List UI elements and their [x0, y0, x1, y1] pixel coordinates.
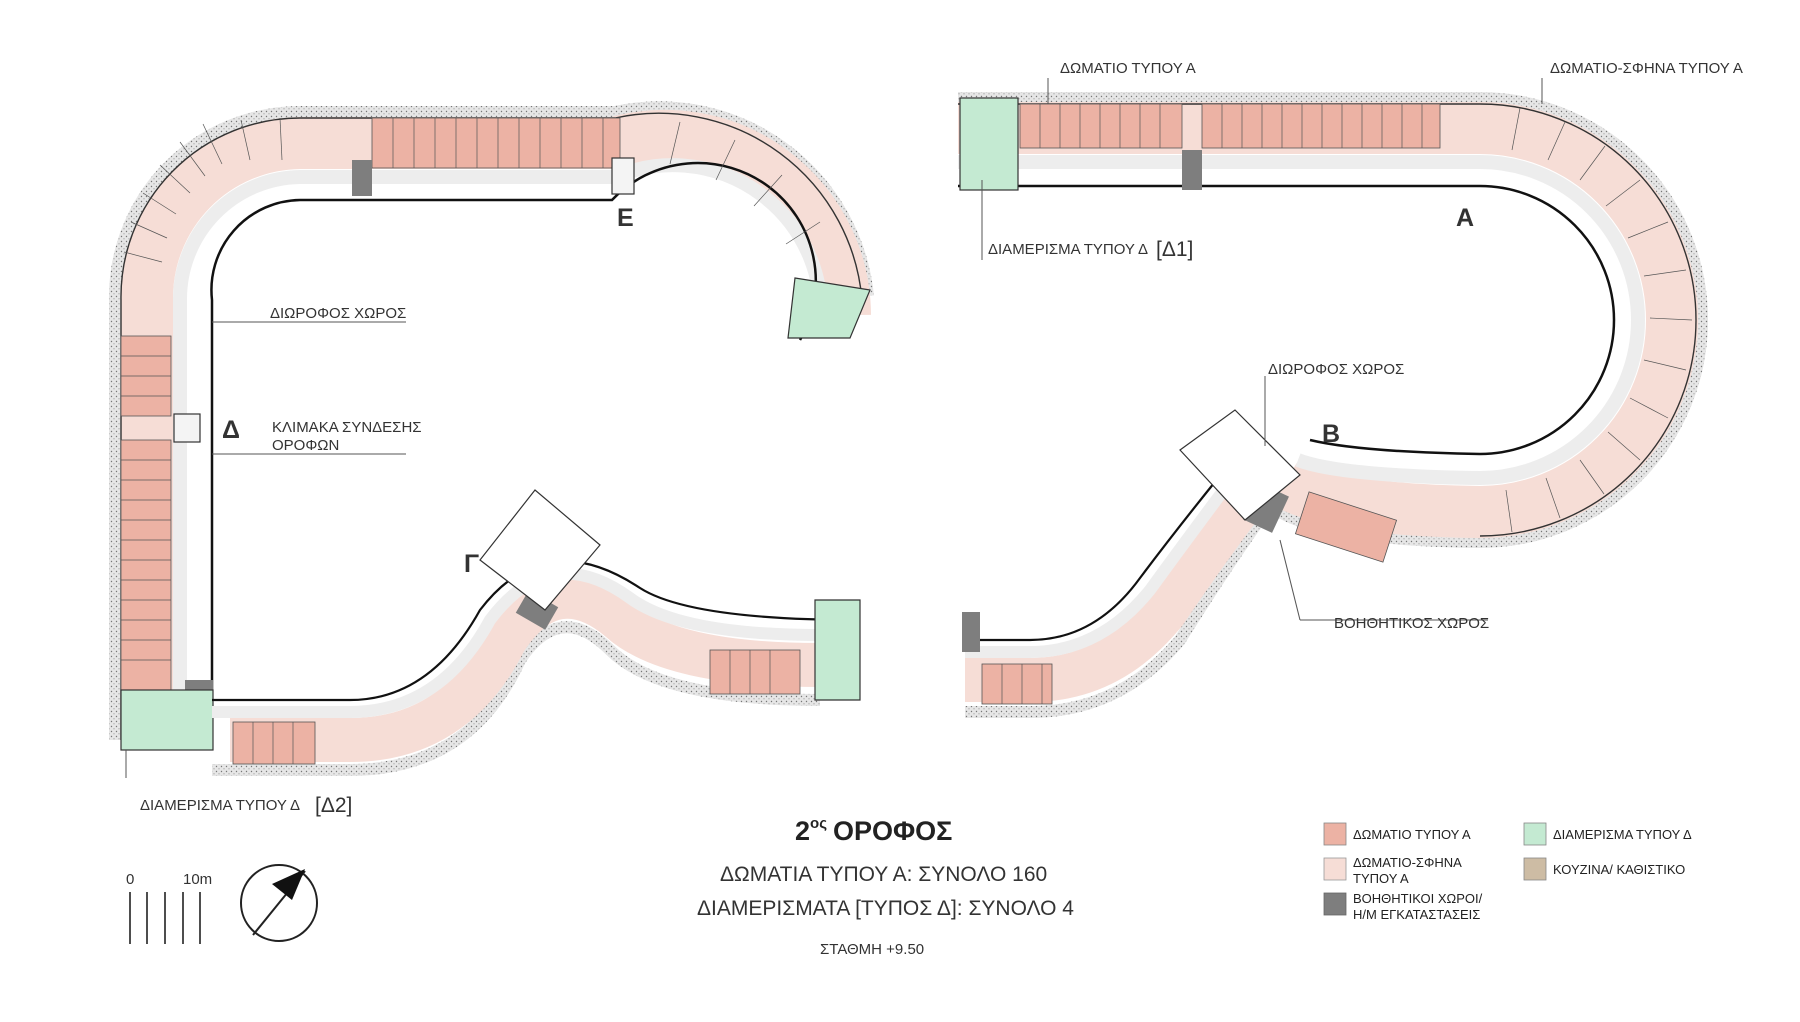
title-line1: ΔΩΜΑΤΙΑ ΤΥΠΟΥ Α: ΣΥΝΟΛΟ 160	[720, 863, 1047, 886]
scale-bar	[129, 892, 201, 944]
left-corridor	[172, 158, 828, 740]
label-apartment-d2: ΔΙΑΜΕΡΙΣΜΑ ΤΥΠΟΥ Δ	[140, 797, 300, 814]
leader-lines	[125, 78, 1543, 778]
right-south-partitions	[1001, 664, 1043, 704]
legend-swatch-aux	[1323, 892, 1347, 916]
marker-d: Δ	[222, 416, 240, 444]
left-aux-3	[515, 590, 559, 630]
right-rooms-a-top-2	[1201, 103, 1441, 149]
right-mid-rooms-a	[1294, 491, 1398, 563]
marker-g: Γ	[464, 550, 479, 578]
label-stair-line1: ΚΛΙΜΑΚΑ ΣΥΝΔΕΣΗΣ	[272, 419, 422, 436]
scale-ten: 10m	[183, 871, 212, 888]
title-superscript: ος	[810, 815, 827, 832]
legend-swatch-apartment	[1523, 822, 1547, 846]
right-aux-1	[1182, 150, 1202, 190]
label-stair-line2: ΟΡΟΦΩΝ	[272, 437, 339, 454]
left-rooms-a-west-2	[120, 439, 172, 691]
scale-zero: 0	[126, 871, 134, 888]
label-double-height-left: ΔΙΩΡΟΦΟΣ ΧΩΡΟΣ	[270, 305, 406, 322]
left-south-rooms-a-1	[232, 721, 316, 765]
title-line2: ΔΙΑΜΕΡΙΣΜΑΤΑ [ΤΥΠΟΣ Δ]: ΣΥΝΟΛΟ 4	[697, 897, 1074, 920]
right-south-corridor	[965, 451, 1255, 658]
left-stair-d	[173, 413, 201, 443]
left-apartment-d2	[120, 689, 214, 751]
legend-room-a: ΔΩΜΑΤΙΟ ΤΥΠΟΥ Α	[1353, 827, 1471, 842]
right-south-inner-wall	[965, 444, 1246, 642]
left-south-partitions	[252, 650, 771, 764]
right-outer-wall	[958, 103, 1697, 537]
label-double-height-right: ΔΙΩΡΟΦΟΣ ΧΩΡΟΣ	[1268, 361, 1404, 378]
marker-e: Ε	[617, 204, 634, 232]
right-apartment-d1	[959, 97, 1019, 191]
right-rooms-a-top-1	[1019, 103, 1183, 149]
legend-aux-line1: ΒΟΗΘΗΤΙΚΟΙ ΧΩΡΟΙ/	[1353, 891, 1483, 906]
label-auxiliary-space: ΒΟΗΘΗΤΙΚΟΣ ΧΩΡΟΣ	[1334, 615, 1489, 632]
left-south-facade	[212, 621, 821, 776]
right-south-rooms	[965, 466, 1278, 702]
left-block-g	[479, 489, 601, 611]
legend-wedge-line1: ΔΩΜΑΤΙΟ-ΣΦΗΝΑ	[1353, 855, 1462, 870]
marker-b: Β	[1322, 420, 1340, 448]
right-room-band	[958, 102, 1698, 539]
right-aux-3	[962, 612, 980, 652]
label-wedge-room-a: ΔΩΜΑΤΙΟ-ΣΦΗΝΑ ΤΥΠΟΥ Α	[1550, 60, 1743, 77]
left-apartment-top	[787, 277, 871, 339]
right-corridor	[958, 155, 1645, 486]
title-number: 2	[795, 816, 810, 846]
title-floor: 2ος ΟΡΟΦΟΣ	[795, 815, 952, 846]
left-rooms-a-top	[371, 117, 621, 169]
north-arrow-icon	[240, 864, 318, 942]
marker-a: Α	[1456, 204, 1474, 232]
legend: ΔΩΜΑΤΙΟ ΤΥΠΟΥ Α ΔΩΜΑΤΙΟ-ΣΦΗΝΑ ΤΥΠΟΥ Α ΒΟ…	[1323, 822, 1692, 922]
legend-apartment: ΔΙΑΜΕΡΙΣΜΑ ΤΥΠΟΥ Δ	[1553, 827, 1692, 842]
legend-swatch-room-a	[1323, 822, 1347, 846]
left-apartment-south	[814, 599, 861, 701]
title-level: ΣΤΑΘΜΗ +9.50	[820, 941, 924, 958]
legend-wedge-line2: ΤΥΠΟΥ Α	[1353, 871, 1409, 886]
title-word: ΟΡΟΦΟΣ	[833, 816, 952, 846]
left-aux-1	[352, 160, 372, 196]
legend-aux-line2: Η/Μ ΕΓΚΑΤΑΣΤΑΣΕΙΣ	[1353, 907, 1480, 922]
left-stair-e	[611, 157, 635, 195]
right-facade-band	[958, 92, 1708, 549]
left-room-band	[120, 109, 871, 740]
label-apartment-d2-code: [Δ2]	[315, 794, 352, 817]
label-room-type-a: ΔΩΜΑΤΙΟ ΤΥΠΟΥ Α	[1060, 60, 1196, 77]
legend-kitchen: ΚΟΥΖΙΝΑ/ ΚΑΘΙΣΤΙΚΟ	[1553, 862, 1685, 877]
label-apartment-d1-code: [Δ1]	[1156, 238, 1193, 261]
right-south-facade	[965, 501, 1275, 718]
right-block-b	[1179, 409, 1301, 521]
label-apartment-d1: ΔΙΑΜΕΡΙΣΜΑ ΤΥΠΟΥ Δ	[988, 241, 1148, 258]
left-building	[108, 101, 874, 776]
left-room-partitions	[121, 117, 821, 661]
left-inner-wall	[210, 161, 818, 700]
legend-swatch-wedge	[1323, 857, 1347, 881]
right-inner-wall	[958, 184, 1616, 456]
right-building	[958, 92, 1708, 718]
left-south-rooms-a-2	[709, 649, 801, 695]
right-room-partitions	[1039, 104, 1693, 533]
right-south-rooms-a	[981, 663, 1053, 705]
legend-swatch-kitchen	[1523, 857, 1547, 881]
